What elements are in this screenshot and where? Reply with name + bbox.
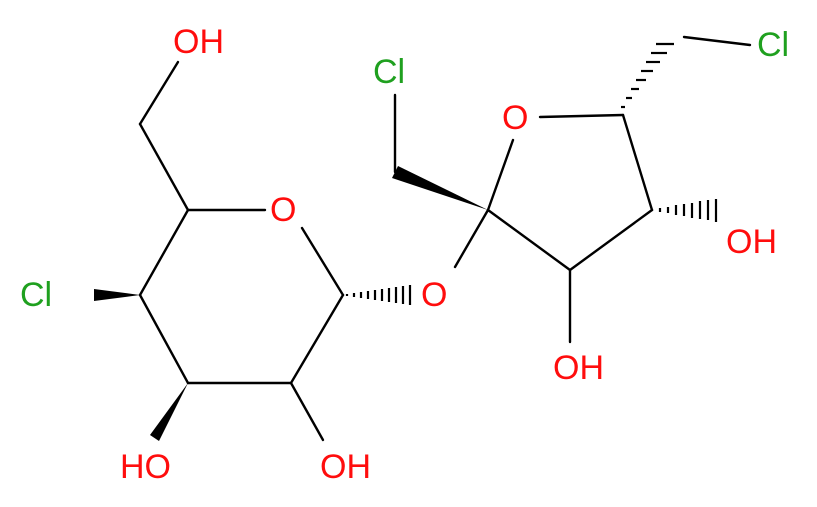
atom-label-oh-bottom-left: HO bbox=[120, 448, 171, 486]
bond bbox=[289, 381, 325, 442]
wedge-bond bbox=[392, 166, 488, 210]
wedge-bond bbox=[150, 383, 188, 441]
bond bbox=[138, 60, 180, 126]
bond bbox=[300, 226, 345, 297]
atom-label-oh-top: OH bbox=[173, 23, 224, 61]
hash-bond bbox=[621, 42, 674, 109]
bond bbox=[486, 138, 515, 212]
atom-label-oh-right: OH bbox=[726, 223, 777, 261]
bonds bbox=[94, 35, 752, 442]
bond bbox=[138, 122, 190, 212]
bond bbox=[486, 208, 572, 272]
atom-label-o-ring-glucose: O bbox=[270, 191, 296, 229]
atom-label-oh-fructose-bottom: OH bbox=[553, 349, 604, 387]
bond bbox=[453, 208, 490, 269]
hash-bond bbox=[345, 285, 412, 305]
atom-label-oh-bottom-mid: OH bbox=[320, 448, 371, 486]
bond bbox=[138, 293, 190, 385]
atom-label-o-glycosidic: O bbox=[421, 276, 447, 314]
bond bbox=[568, 208, 654, 272]
bond bbox=[289, 293, 345, 385]
bond bbox=[138, 208, 190, 297]
wedge-bond bbox=[94, 289, 140, 301]
atom-label-cl-top-right: Cl bbox=[757, 26, 789, 64]
atom-labels: OH O Cl O HO OH Cl O Cl OH OH bbox=[20, 23, 789, 486]
hash-bond bbox=[658, 199, 718, 222]
atom-label-cl-top-middle: Cl bbox=[373, 53, 405, 91]
atom-label-o-ring-fructose: O bbox=[502, 99, 528, 137]
atom-label-cl-left: Cl bbox=[20, 276, 52, 314]
bond bbox=[682, 35, 752, 47]
bond bbox=[621, 113, 654, 212]
bond bbox=[538, 113, 625, 119]
